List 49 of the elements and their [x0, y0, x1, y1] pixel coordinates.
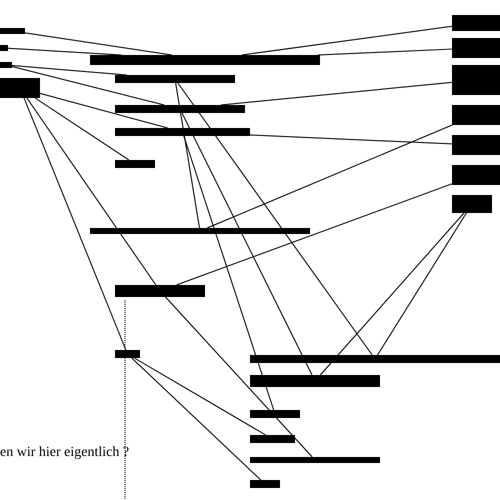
note-text: en wir hier eigentlich ?: [0, 445, 130, 461]
bar-shape: [452, 65, 500, 95]
bar-shape: [250, 410, 300, 418]
bar-shape: [0, 62, 12, 68]
bar-shape: [452, 165, 500, 185]
connector-line: [24, 98, 126, 350]
connector-line: [250, 134, 452, 144]
connector-line: [24, 32, 172, 56]
bar-shape: [452, 15, 500, 31]
connector-line: [206, 124, 453, 228]
connector-line: [34, 98, 130, 160]
connector-line: [176, 183, 452, 286]
bar-shape: [250, 375, 380, 387]
connector-line: [241, 26, 452, 56]
bar-shape: [115, 75, 235, 83]
connector-line: [26, 98, 156, 286]
connector-line: [175, 82, 200, 228]
bar-shape: [0, 78, 40, 98]
bar-shape: [90, 55, 320, 65]
connector-line: [183, 136, 274, 410]
bar-shape: [452, 38, 500, 58]
connector-line: [181, 112, 313, 376]
bar-shape: [90, 228, 310, 234]
connector-line: [317, 48, 452, 56]
connector-line: [131, 358, 262, 480]
connector-line: [177, 82, 373, 356]
bar-shape: [452, 105, 500, 125]
bar-shape: [452, 135, 500, 155]
connector-line: [377, 212, 467, 356]
connector-line: [12, 66, 165, 106]
bar-shape: [250, 457, 380, 463]
bar-shape: [250, 435, 295, 443]
connector-line: [40, 92, 168, 128]
bar-shape: [452, 195, 492, 213]
connector-line: [220, 82, 452, 106]
connector-line: [134, 358, 266, 436]
bar-shape: [0, 28, 25, 34]
bar-shape: [250, 355, 500, 363]
bar-shape: [115, 105, 245, 113]
bar-shape: [115, 160, 155, 168]
connector-line: [165, 296, 313, 458]
bar-shape: [0, 45, 8, 51]
connector-line: [8, 48, 122, 56]
connector-line: [12, 65, 128, 76]
bar-shape: [115, 285, 205, 297]
bar-shape: [250, 480, 280, 488]
bar-shape: [115, 350, 140, 358]
connector-line: [320, 212, 465, 376]
bar-shape: [115, 128, 250, 136]
